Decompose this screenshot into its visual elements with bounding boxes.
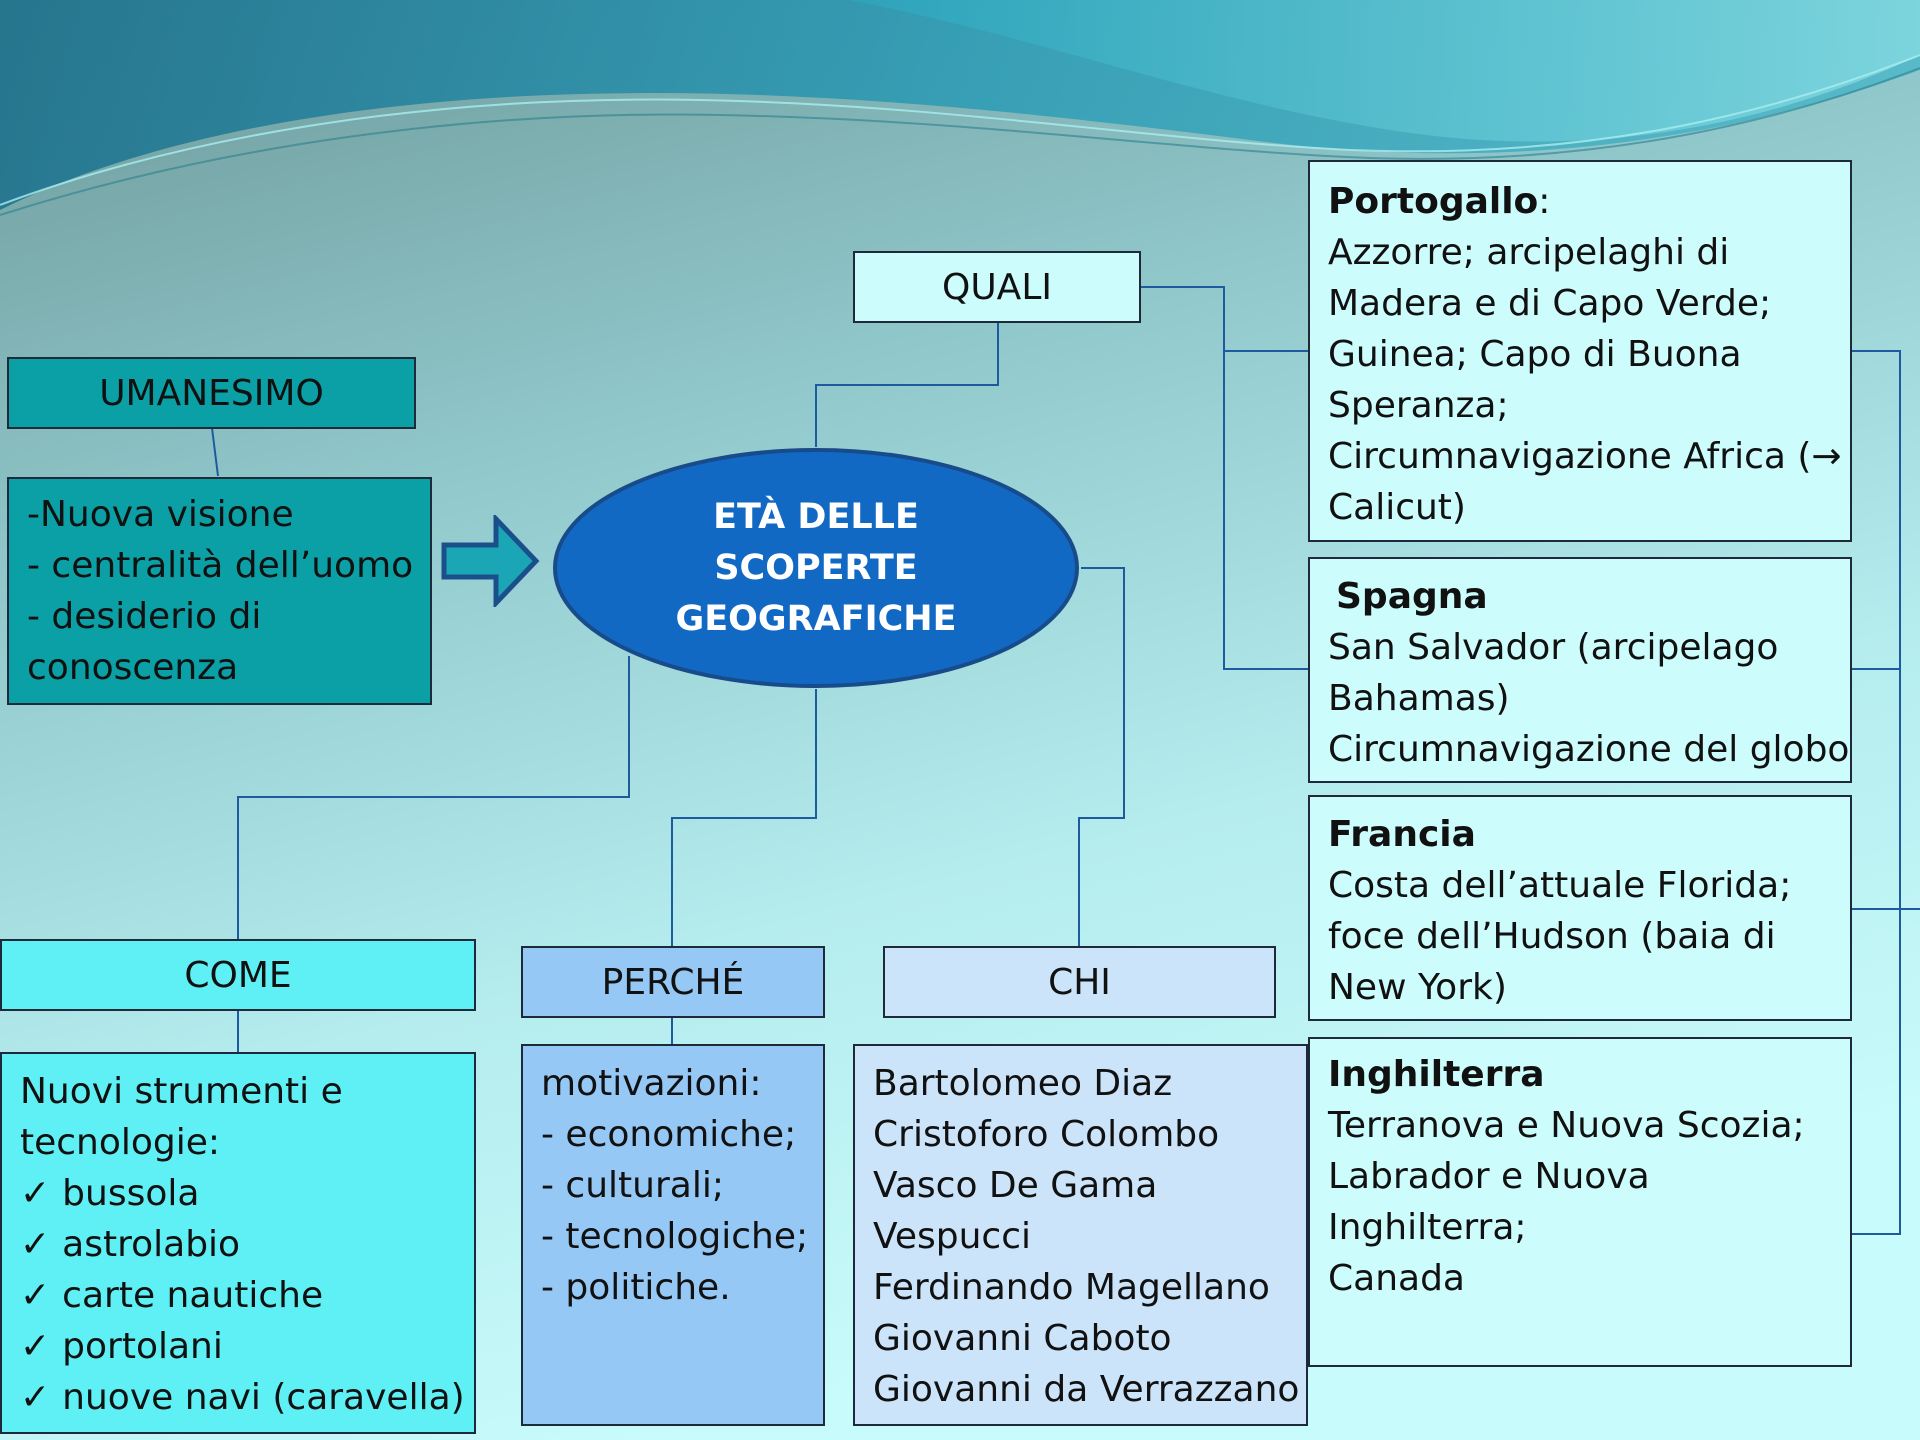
portogallo-box: Portogallo: Azzorre; arcipelaghi di Made… [1308,160,1852,542]
portogallo-line: Calicut) [1328,487,1466,528]
come-intro-line: tecnologie: [20,1122,221,1163]
umanesimo-line: conoscenza [27,647,239,688]
portogallo-line: Azzorre; arcipelaghi di [1328,232,1730,273]
umanesimo-line: - desiderio di [27,596,262,637]
francia-line: foce dell’Hudson (baia di [1328,916,1776,957]
spagna-line: San Salvador (arcipelago [1328,627,1779,668]
chi-box: Bartolomeo Diaz Cristoforo Colombo Vasco… [853,1044,1308,1426]
quali-header: QUALI [853,251,1141,323]
perche-header: PERCHÉ [521,946,825,1018]
perche-line: motivazioni: [541,1063,762,1104]
chi-name: Giovanni da Verrazzano [873,1369,1300,1410]
francia-heading: Francia [1328,814,1476,855]
portogallo-line: Circumnavigazione Africa (→ [1328,436,1842,477]
portogallo-heading: Portogallo [1328,181,1539,222]
inghilterra-box: Inghilterra Terranova e Nuova Scozia; La… [1308,1037,1852,1367]
right-arrow-icon [441,515,540,607]
header-wave-highlight [850,0,1920,142]
inghilterra-line: Inghilterra; [1328,1207,1527,1248]
inghilterra-line: Terranova e Nuova Scozia; [1328,1105,1805,1146]
come-item: bussola [20,1168,456,1219]
francia-line: Costa dell’attuale Florida; [1328,865,1792,906]
chi-title: CHI [1048,961,1111,1003]
center-title-line: SCOPERTE [714,547,918,588]
umanesimo-title: UMANESIMO [99,372,324,414]
umanesimo-line: - centralità dell’uomo [27,545,414,586]
portogallo-heading-colon: : [1538,181,1551,222]
come-item: astrolabio [20,1219,456,1270]
inghilterra-heading: Inghilterra [1328,1054,1545,1095]
perche-box: motivazioni: - economiche; - culturali; … [521,1044,825,1426]
chi-name: Ferdinando Magellano [873,1267,1270,1308]
perche-title: PERCHÉ [601,961,745,1003]
come-header: COME [0,939,476,1011]
portogallo-heading-row: Portogallo: [1328,176,1832,227]
portogallo-line: Speranza; [1328,385,1509,426]
come-title: COME [184,954,292,996]
header-wave-line-2 [0,67,1920,216]
center-ellipse [553,448,1079,688]
perche-line: - tecnologiche; [541,1216,809,1257]
portogallo-line: Guinea; Capo di Buona [1328,334,1742,375]
spagna-line: Circumnavigazione del globo [1328,729,1850,770]
come-item: carte nautiche [20,1270,456,1321]
chi-header: CHI [883,946,1276,1018]
chi-name: Bartolomeo Diaz [873,1063,1173,1104]
inghilterra-line: Canada [1328,1258,1465,1299]
francia-box: Francia Costa dell’attuale Florida; foce… [1308,795,1852,1021]
portogallo-line: Madera e di Capo Verde; [1328,283,1772,324]
perche-line: - culturali; [541,1165,724,1206]
umanesimo-box: -Nuova visione - centralità dell’uomo - … [7,477,432,705]
chi-name: Giovanni Caboto [873,1318,1172,1359]
umanesimo-line: -Nuova visione [27,494,294,535]
come-item: nuove navi (caravella) [20,1372,465,1423]
perche-line: - politiche. [541,1267,731,1308]
center-title: ETÀ DELLE SCOPERTE GEOGRAFICHE [551,447,1081,689]
spagna-box: Spagna San Salvador (arcipelago Bahamas)… [1308,557,1852,783]
spagna-heading: Spagna [1336,576,1488,617]
quali-title: QUALI [942,266,1052,308]
chi-name: Vasco De Gama [873,1165,1158,1206]
spagna-line: Bahamas) [1328,678,1510,719]
center-title-line: ETÀ DELLE [713,496,919,537]
come-intro-line: Nuovi strumenti e [20,1071,343,1112]
come-item: portolani [20,1321,456,1372]
umanesimo-header: UMANESIMO [7,357,416,429]
inghilterra-line: Labrador e Nuova [1328,1156,1650,1197]
header-wave-line [0,54,1920,206]
chi-name: Cristoforo Colombo [873,1114,1220,1155]
come-box: Nuovi strumenti e tecnologie: bussola as… [0,1052,476,1434]
perche-line: - economiche; [541,1114,797,1155]
center-title-line: GEOGRAFICHE [675,598,957,639]
chi-name: Vespucci [873,1216,1031,1257]
francia-line: New York) [1328,967,1507,1008]
